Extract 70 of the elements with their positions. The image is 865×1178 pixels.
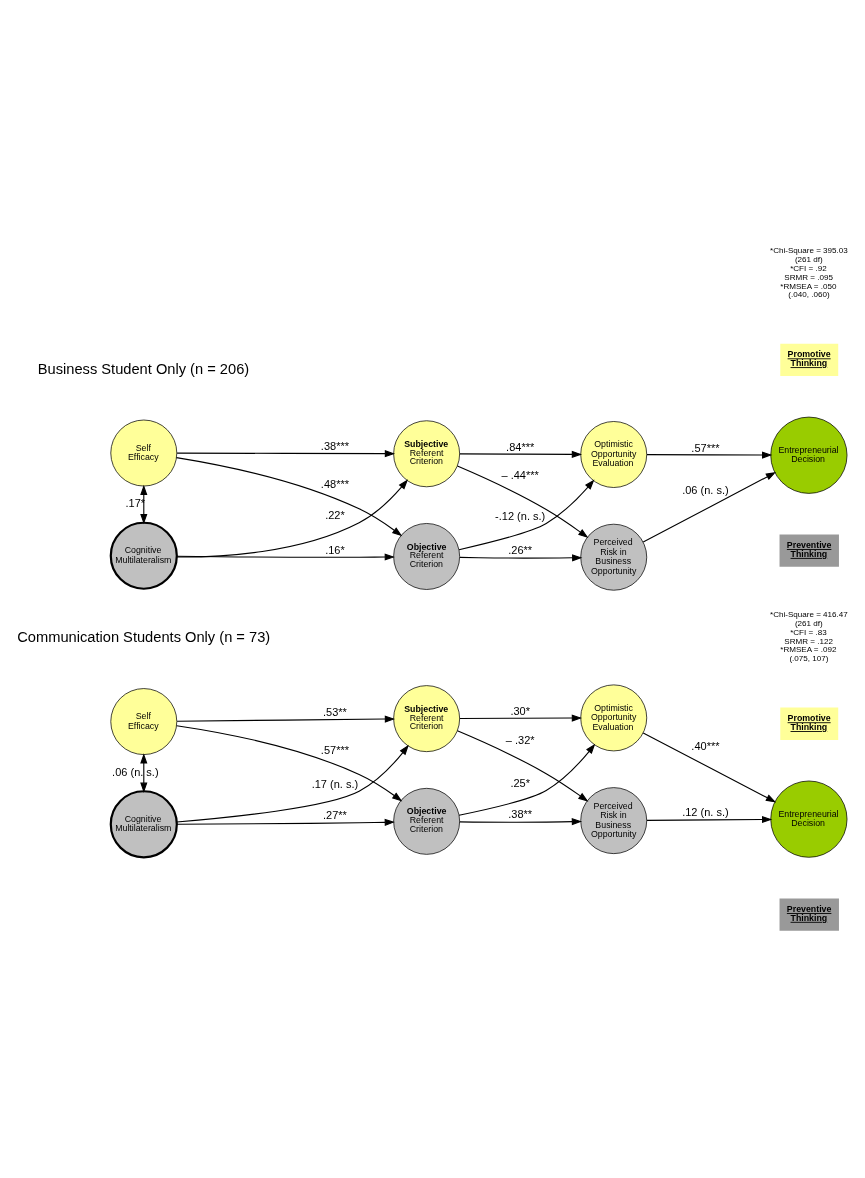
label: (.075, 107) — [789, 653, 829, 663]
edge-label: .57*** — [691, 441, 720, 454]
edge-label: – .44*** — [501, 468, 539, 481]
edge-label: .53** — [322, 705, 347, 718]
label: *Chi-Square = 395.03 — [769, 245, 848, 255]
label: *Chi-Square = 416.47 — [769, 609, 848, 619]
arrow — [176, 724, 403, 801]
edge-label: .17 (n. s.) — [311, 777, 359, 790]
edge-label: – .32* — [505, 733, 535, 746]
arrow — [140, 484, 148, 524]
edge-label: .06 (n. s.) — [112, 764, 159, 777]
edge-label: .25* — [510, 776, 530, 789]
edge-label: .12 (n. s.) — [682, 805, 729, 818]
legend-label: Preventive Thinking — [786, 903, 832, 923]
arrow — [456, 465, 589, 538]
edge-label: .30* — [510, 704, 530, 717]
label: *CFI = .92 — [790, 263, 827, 273]
arrow — [176, 449, 396, 457]
node-circle: Self Efficacy — [110, 419, 178, 486]
edge-label: -.12 (n. s.) — [495, 509, 546, 522]
label: SRMR = .095 — [784, 272, 833, 282]
arrow — [176, 552, 395, 561]
arrow — [459, 553, 583, 561]
label: *RMSEA = .050 — [780, 281, 837, 291]
node-circle: Cognitive Multilateralism — [109, 789, 178, 858]
arrow — [176, 818, 395, 826]
edge-label: .38*** — [320, 439, 349, 452]
node-circle: Perceived Risk in Business Opportunity — [580, 786, 648, 854]
edge-label: .16* — [325, 543, 345, 556]
label: (.040, .060) — [788, 289, 830, 299]
edge-label: .57*** — [320, 743, 349, 756]
node-circle: Entrepreneurial Decision — [770, 780, 848, 858]
arrow — [456, 729, 589, 802]
arrow — [176, 714, 396, 723]
legend-label: Promotive Thinking — [787, 348, 831, 368]
arrow — [176, 478, 409, 558]
edge-label: .38** — [508, 807, 533, 820]
legend-label: Preventive Thinking — [786, 539, 832, 559]
arrow — [458, 479, 595, 550]
label: Business Student Only (n = 206) — [37, 360, 250, 377]
arrow — [642, 731, 777, 802]
node-circle: Subjective Referent Criterion — [393, 684, 460, 752]
label: SRMR = .122 — [784, 636, 833, 646]
label: (261 df) — [794, 618, 823, 628]
node-circle: Optimistic Opportunity Evaluation — [580, 684, 648, 751]
node-circle: Cognitive Multilateralism — [109, 521, 178, 590]
edge-label: .06 (n. s.) — [682, 483, 729, 496]
arrow — [458, 743, 596, 816]
arrow — [646, 815, 773, 823]
arrow — [176, 744, 409, 822]
arrow — [642, 471, 777, 543]
arrow — [140, 752, 148, 793]
edge-label: .84*** — [506, 440, 535, 453]
node-circle: Self Efficacy — [110, 687, 178, 755]
arrow — [175, 456, 403, 536]
arrow — [459, 713, 583, 722]
edge-label: .22* — [325, 508, 345, 521]
edge-label: .40*** — [691, 739, 720, 752]
label: *CFI = .83 — [790, 627, 827, 637]
arrow — [646, 450, 773, 459]
legend-label: Promotive Thinking — [787, 712, 831, 732]
node-circle: Entrepreneurial Decision — [770, 416, 848, 494]
label: (261 df) — [794, 254, 823, 264]
arrow — [459, 450, 583, 458]
arrow — [459, 817, 583, 825]
edge-label: .27** — [322, 808, 347, 821]
label: *RMSEA = .092 — [780, 644, 837, 654]
edge-label: .26** — [508, 543, 533, 556]
label: Communication Students Only (n = 73) — [17, 628, 271, 645]
edge-label: .48*** — [320, 477, 349, 490]
